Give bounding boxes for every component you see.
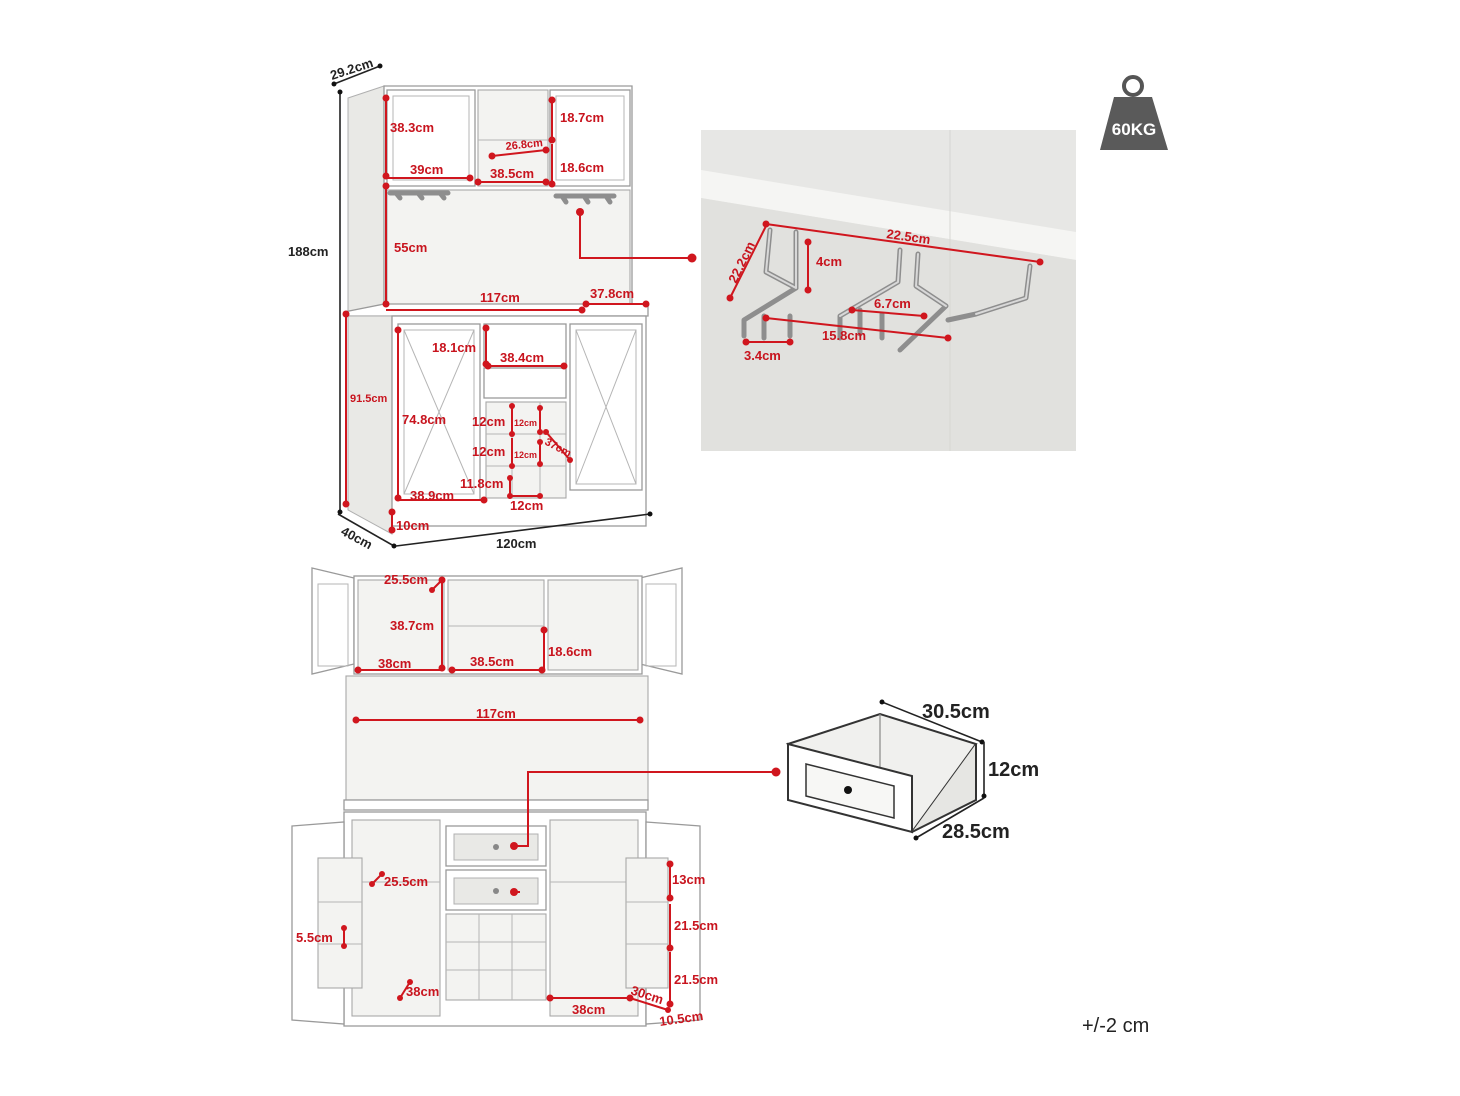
upper-height-label: 38.7cm	[390, 618, 434, 633]
wine-cell-2-label: 12cm	[472, 444, 505, 459]
drawer-width-label: 28.5cm	[942, 821, 1010, 843]
upper-door-width-label: 39cm	[410, 162, 443, 177]
shelf-depth-label: 25.5cm	[384, 572, 428, 587]
upper-center-width-label: 38.5cm	[470, 654, 514, 669]
shelf-gap-label: 26.8cm	[505, 137, 544, 153]
weight-icon	[1100, 75, 1168, 150]
base-height-label: 91.5cm	[350, 393, 388, 405]
door-shelf-1-label: 13cm	[672, 872, 705, 887]
rack-span-label: 15.8cm	[822, 328, 866, 343]
drawer-depth-label: 30.5cm	[922, 701, 990, 723]
drawer-height-label: 18.1cm	[432, 340, 476, 355]
tolerance-note: +/-2 cm	[1082, 1015, 1149, 1037]
upper-door-height-label: 38.3cm	[390, 120, 434, 135]
height-total-label: 188cm	[288, 244, 328, 259]
leg-height-label: 10cm	[396, 518, 429, 533]
door-rack-gap-label: 5.5cm	[296, 930, 333, 945]
open-view-labels: 25.5cm 38.7cm 38cm 38.5cm 18.6cm 117cm 2…	[296, 572, 718, 1029]
center-width-label: 38.5cm	[490, 166, 534, 181]
base-left-depth-label: 38cm	[406, 984, 439, 999]
front-view-dimension-lines	[331, 63, 697, 549]
drawer-width-label: 38.4cm	[500, 350, 544, 365]
drawer-dimension-lines	[879, 699, 987, 841]
base-right-width-label: 38cm	[572, 1002, 605, 1017]
drawer-height-label: 12cm	[988, 759, 1039, 781]
drawer-detail	[785, 712, 978, 834]
weight-label: 60KG	[1112, 120, 1156, 139]
door-bottom-label: 10.5cm	[658, 1008, 704, 1029]
depth-bottom-label: 40cm	[339, 523, 375, 552]
wine-bottom-label: 12cm	[510, 498, 543, 513]
wine-cell-small-2-label: 12cm	[514, 450, 537, 460]
door-height-label: 74.8cm	[402, 412, 446, 427]
rack-length-label: 22.5cm	[886, 226, 932, 247]
wine-cell-small-1-label: 12cm	[514, 418, 537, 428]
depth-top-label: 29.2cm	[328, 55, 375, 83]
right-bottom-height-label: 18.6cm	[560, 160, 604, 175]
rack-dimension-lines	[726, 220, 1044, 346]
door-rack-depth-label: 25.5cm	[384, 874, 428, 889]
width-total-label: 120cm	[496, 536, 536, 551]
upper-right-height-label: 18.6cm	[548, 644, 592, 659]
open-view-dimension-lines	[341, 576, 781, 1013]
drawer-labels: 30.5cm 12cm 28.5cm	[922, 701, 1039, 843]
upper-left-width-label: 38cm	[378, 656, 411, 671]
hutch-width-label: 117cm	[476, 706, 516, 721]
rack-drop-label: 4cm	[816, 254, 842, 269]
door-width-label: 38.9cm	[410, 488, 454, 503]
open-view-cabinet	[291, 567, 701, 1027]
counter-width-label: 117cm	[480, 290, 520, 305]
counter-depth-label: 37.8cm	[590, 286, 634, 301]
door-shelf-3-label: 21.5cm	[674, 972, 718, 987]
door-shelf-2-label: 21.5cm	[674, 918, 718, 933]
rack-end-gap-label: 3.4cm	[744, 348, 781, 363]
wine-width-label: 11.8cm	[460, 476, 503, 491]
right-top-height-label: 18.7cm	[560, 110, 604, 125]
rack-slot-gap-label: 6.7cm	[874, 296, 911, 311]
wine-cell-1-label: 12cm	[472, 414, 505, 429]
rack-detail-photo	[701, 130, 1076, 451]
front-view-cabinet	[343, 85, 649, 535]
hutch-open-height-label: 55cm	[394, 240, 427, 255]
